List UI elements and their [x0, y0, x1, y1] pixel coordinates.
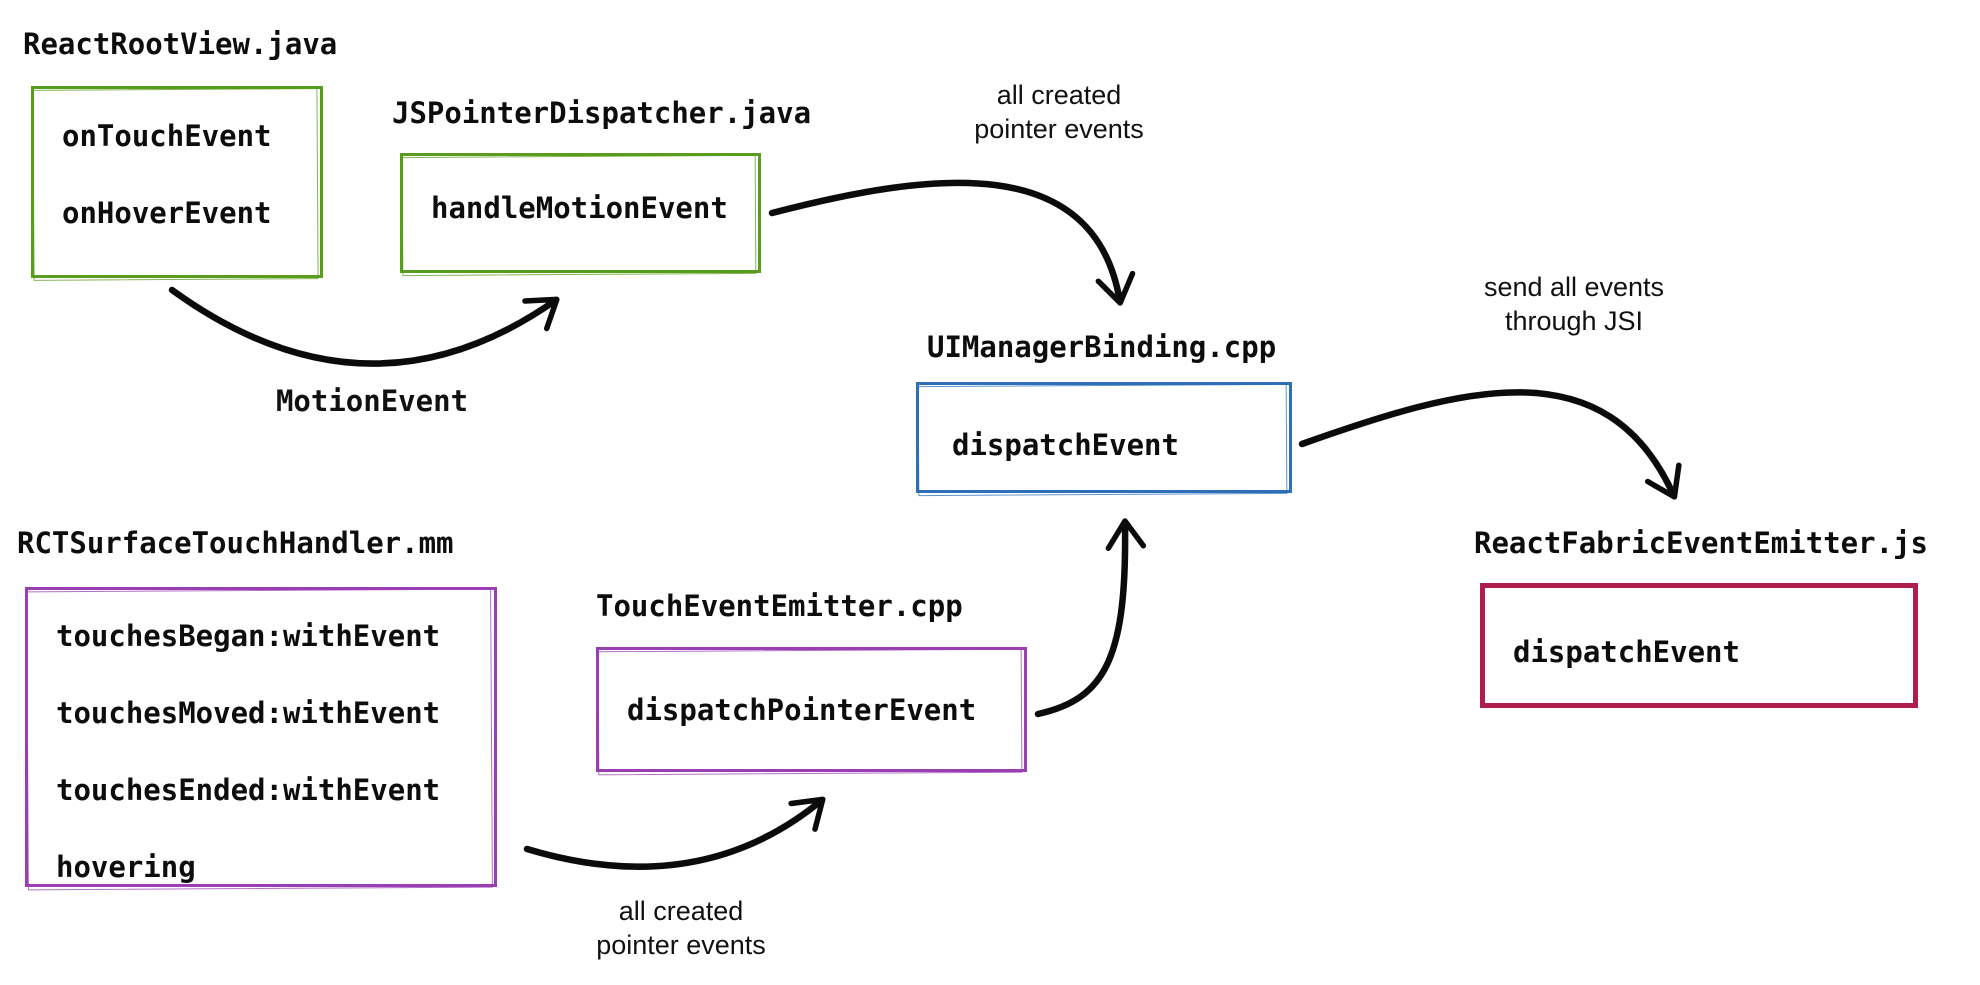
node-box: dispatchPointerEvent [596, 647, 1027, 772]
node-title: ReactRootView.java [23, 27, 338, 61]
method-label: onHoverEvent [62, 196, 272, 230]
node-box: touchesBegan:withEvent touchesMoved:with… [25, 587, 497, 887]
edge-label-all-created-pointer-events-ios: all created pointer events [596, 896, 766, 960]
arrow-react-root-view-to-js-pointer-dispatcher [168, 286, 560, 367]
edge-label-send-all-events-through-jsi: send all events through JSI [1483, 272, 1665, 336]
method-label: hovering [56, 850, 196, 884]
method-label: dispatchEvent [952, 428, 1179, 462]
method-label: touchesBegan:withEvent [56, 619, 441, 653]
edge-label-all-created-pointer-events-android: all created pointer events [974, 80, 1144, 144]
node-title: JSPointerDispatcher.java [392, 96, 812, 130]
node-title: TouchEventEmitter.cpp [596, 589, 963, 623]
node-box: dispatchEvent [1480, 583, 1918, 708]
node-box: onTouchEvent onHoverEvent [31, 86, 323, 278]
node-title: ReactFabricEventEmitter.js [1474, 526, 1928, 560]
arrow-ui-manager-binding-to-react-fabric-event-emitter [1298, 389, 1682, 500]
method-label: touchesEnded:withEvent [56, 773, 441, 807]
method-label: dispatchEvent [1513, 635, 1740, 669]
method-label: dispatchPointerEvent [627, 693, 977, 727]
arrow-js-pointer-dispatcher-to-ui-manager-binding [768, 179, 1136, 306]
node-box: dispatchEvent [916, 382, 1292, 493]
node-title: RCTSurfaceTouchHandler.mm [17, 526, 454, 560]
arrow-rct-surface-touch-handler-to-touch-event-emitter [523, 796, 826, 870]
arrow-touch-event-emitter-to-ui-manager-binding [1034, 518, 1147, 718]
node-title: UIManagerBinding.cpp [927, 330, 1277, 364]
method-label: handleMotionEvent [431, 191, 728, 225]
node-box: handleMotionEvent [400, 153, 761, 273]
edge-label-motion-event: MotionEvent [275, 384, 469, 418]
method-label: onTouchEvent [62, 119, 272, 153]
method-label: touchesMoved:withEvent [56, 696, 441, 730]
